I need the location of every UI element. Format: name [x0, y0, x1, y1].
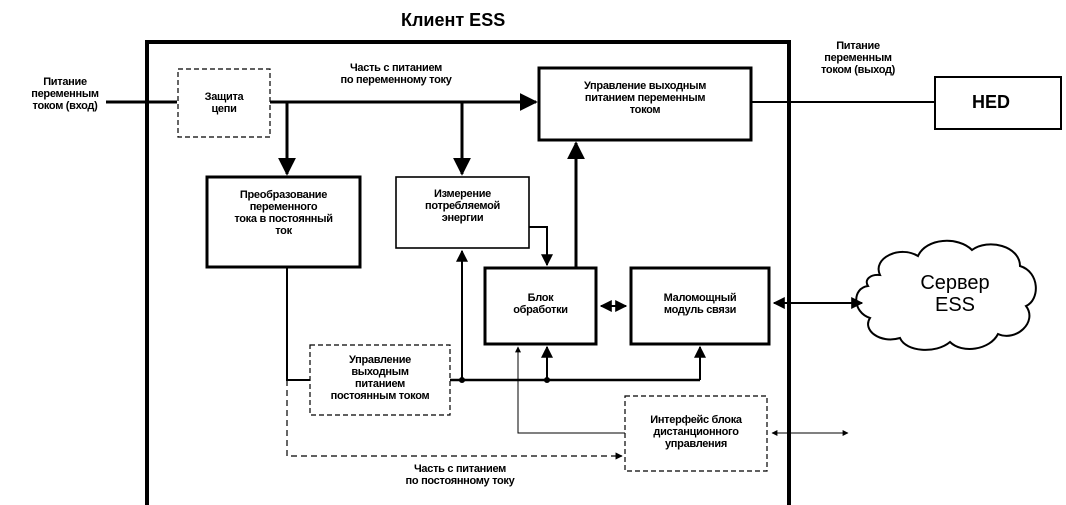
hed-label: HED	[972, 92, 1011, 112]
energy-measurement-box	[395, 176, 530, 249]
ess-server-label: Сервер ESS	[920, 272, 990, 316]
diagram-title: Клиент ESS	[401, 10, 506, 30]
ac-output-control-box	[537, 66, 753, 142]
ac-output-control-label: Управление выходным питанием переменным …	[583, 80, 707, 116]
ac-dc-converter-label: Преобразование переменного тока в постоя…	[234, 189, 333, 237]
ac-dc-converter-box	[205, 175, 362, 269]
client-frame	[145, 40, 791, 505]
ac-input-label: Питание переменным током (вход)	[31, 76, 99, 112]
energy-measurement-label: Измерение потребляемой энергии	[425, 188, 500, 224]
remote-control-interface-label: Интерфейс блока дистанционного управлени…	[650, 414, 742, 450]
low-power-comm-label: Маломощный модуль связи	[663, 292, 737, 316]
circuit-protection-label: Защита цепи	[204, 91, 244, 115]
dc-output-control-label: Управление выходным питанием постоянным …	[330, 354, 430, 402]
circuit-protection-box	[177, 68, 271, 138]
ac-part-label: Часть с питанием по переменному току	[340, 62, 452, 86]
ess-server-cloud	[855, 239, 1037, 351]
remote-control-interface-box	[624, 395, 768, 472]
dc-part-label: Часть с питанием по постоянному току	[405, 463, 515, 487]
processing-unit-box	[483, 266, 598, 346]
processing-unit-label: Блок обработки	[513, 292, 568, 316]
low-power-comm-box	[629, 266, 771, 346]
ac-output-label: Питание переменным током (выход)	[820, 40, 896, 76]
